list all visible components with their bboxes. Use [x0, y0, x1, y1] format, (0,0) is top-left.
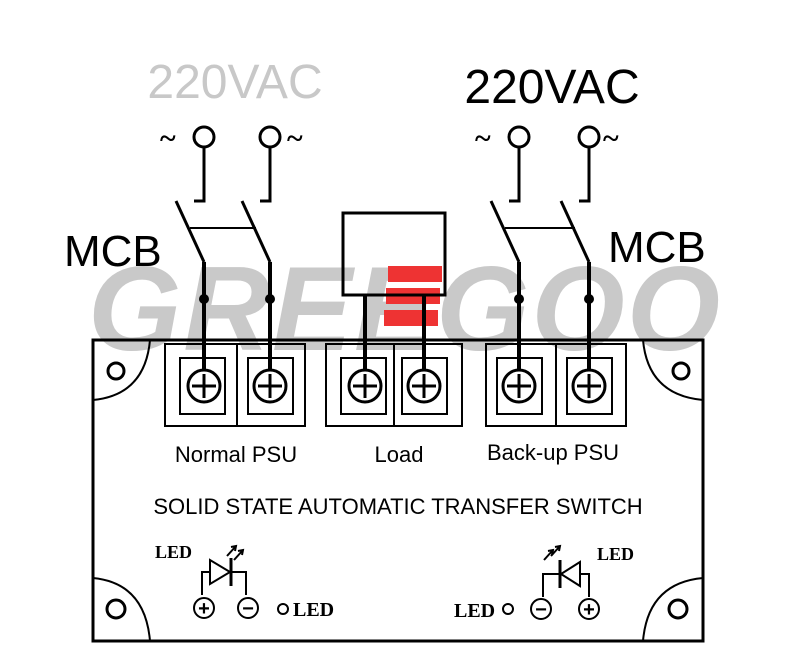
- backup-mcb-label: MCB: [608, 223, 706, 272]
- led-left-label: LED: [155, 542, 192, 562]
- watermark-accent-bar-top: [388, 266, 442, 282]
- led-left-plus-pin: [193, 597, 215, 619]
- load-box: [341, 211, 447, 297]
- backup-supply-terminal-l: [507, 125, 531, 149]
- terminal-block-backup: [485, 343, 627, 427]
- mount-corner-top-left: [92, 339, 151, 401]
- module-body: [91, 338, 705, 643]
- backup-supply-terminal-n: [577, 125, 601, 149]
- watermark-accent-bar-bottom: [384, 310, 438, 326]
- led-right-pin-label: LED: [454, 600, 495, 622]
- led-left-minus-pin: [237, 597, 259, 619]
- led-left-pin-label: LED: [293, 599, 334, 621]
- led-right-label: LED: [597, 544, 634, 564]
- led-left-plus-sign: +: [198, 598, 210, 620]
- load-label: Load: [375, 442, 424, 467]
- terminal-block-load: [325, 343, 463, 427]
- ac-symbol-backup-l: ~: [475, 122, 491, 155]
- terminal-block-normal: [164, 343, 306, 427]
- led-left-indicator: [277, 603, 289, 615]
- led-right-minus-sign: −: [535, 599, 547, 621]
- backup-psu-label: Back-up PSU: [487, 440, 619, 465]
- mount-corner-top-right: [642, 339, 704, 401]
- led-right-plus-pin: [578, 598, 600, 620]
- mount-corner-bottom-left: [92, 577, 151, 642]
- normal-mcb-breaker: [174, 147, 275, 378]
- ac-symbol-normal-l: ~: [160, 122, 176, 155]
- ac-symbol-backup-n: ~: [603, 122, 619, 155]
- normal-voltage-label: 220VAC: [147, 56, 322, 109]
- ac-symbol-normal-n: ~: [287, 122, 303, 155]
- normal-supply-terminal-l: [192, 125, 216, 149]
- led-left-symbol-icon: [201, 544, 247, 595]
- normal-supply-terminal-n: [258, 125, 282, 149]
- mount-corner-bottom-right: [642, 577, 704, 642]
- module-title: SOLID STATE AUTOMATIC TRANSFER SWITCH: [153, 494, 642, 519]
- led-right-symbol-icon: [542, 544, 590, 597]
- led-left-minus-sign: −: [242, 598, 254, 620]
- watermark-text: GREEGOO: [88, 242, 722, 376]
- normal-mcb-label: MCB: [64, 227, 162, 276]
- backup-voltage-label: 220VAC: [464, 61, 639, 114]
- normal-psu-label: Normal PSU: [175, 442, 297, 467]
- led-right-indicator: [502, 603, 514, 615]
- led-right-minus-pin: [530, 598, 552, 620]
- led-right-plus-sign: +: [583, 599, 595, 621]
